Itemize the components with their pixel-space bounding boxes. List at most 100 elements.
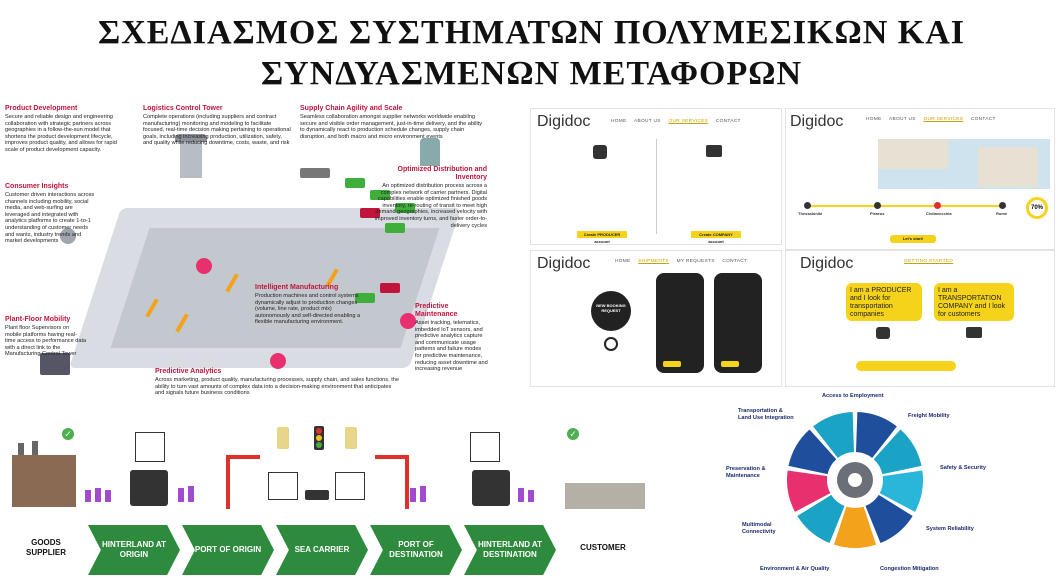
predictive-analytics-block: Predictive Analytics Across marketing, p… [155,368,400,397]
control-tower-top [175,134,207,142]
cargo-ship-icon [300,168,330,178]
control-tower-icon [180,138,202,178]
company-option-card[interactable]: I am a TRANSPORTATION COMPANY and I look… [934,283,1014,321]
create-producer-button[interactable]: Create PRODUCER account [577,231,627,244]
chain-stage-label: SEA CARRIER [294,545,350,554]
block-text: An optimized distribution process across… [374,183,487,229]
container-stack-icon [528,490,534,502]
app-logo: Digidoc [537,255,591,272]
new-booking-label: NEW BOOKING REQUEST [596,303,626,314]
factory-icon [12,441,76,507]
city-label: Civitavecchia [926,211,952,216]
consumer-insights-block: Consumer Insights Customer driven intera… [5,183,95,245]
truck-icon [380,283,400,293]
wheel-segment [873,429,922,475]
container-stack-icon [105,490,111,502]
nav-contact[interactable]: CONTACT [715,119,741,124]
wheel-label: Congestion Mitigation [880,566,939,572]
map-view[interactable] [878,139,1050,189]
route-stop [874,202,881,209]
analytics-bubble-icon [196,258,212,274]
customer-label: CUSTOMER [580,543,626,552]
new-booking-button[interactable]: NEW BOOKING REQUEST [591,291,631,331]
nav-about[interactable]: ABOUT US [888,117,916,122]
chain-stage: HINTERLAND AT ORIGIN [88,525,180,575]
shipment-card[interactable] [656,273,704,373]
block-title: Supply Chain Agility and Scale [300,105,403,112]
train-icon [135,432,165,462]
analytics-bubble-icon [400,313,416,329]
truck-icon [360,208,380,218]
predictive-maintenance-block: Predictive Maintenance Asset tracking, t… [415,303,489,373]
city-label: Piraeus [870,211,885,216]
getting-started-tab[interactable]: GETTING STARTED [904,259,954,264]
route-stop [999,202,1006,209]
chain-stage: PORT OF ORIGIN [182,525,274,575]
block-text: Customer driven interactions across chan… [5,192,95,245]
optimized-distribution-block: Optimized Distribution and Inventory An … [365,166,487,229]
route-line [806,205,1006,207]
plant-floor-mobility-block: Plant-Floor Mobility Plant floor Supervi… [5,316,87,358]
wheel-segment [879,470,923,512]
nav-requests[interactable]: MY REQUESTS [676,259,715,264]
page-title-line2: ΣΥΝΔΥΑΣΜΕΝΩΝ ΜΕΤΑΦΟΡΩΝ [260,55,803,92]
confirm-bar[interactable] [856,361,956,371]
app-screen-shipments: Digidoc HOME SHIPMENTS MY REQUESTS CONTA… [530,250,782,387]
nav-home[interactable]: HOME [615,259,631,264]
smart-factory-infographic: Product Development Secure and reliable … [0,98,490,403]
nav-contact[interactable]: CONTACT [970,117,996,122]
top-nav: GETTING STARTED [904,259,959,264]
create-company-button[interactable]: Create COMPANY account [691,231,741,244]
wheel-segment [797,494,845,544]
nav-about[interactable]: ABOUT US [633,119,661,124]
plus-icon[interactable] [604,337,618,351]
goods-supplier-label: GOODS SUPPLIER [25,538,66,557]
block-text: Asset tracking, telematics, imbedded IoT… [415,320,488,373]
wheel-segment [787,470,831,512]
truck-front-icon [472,470,510,506]
producer-option-card[interactable]: I am a PRODUCER and I look for transport… [846,283,922,321]
chimney [32,441,38,455]
wheel-label: System Reliability [926,526,974,532]
wheel-segment [833,506,877,548]
block-title: Plant-Floor Mobility [5,316,71,323]
document-icon [277,427,289,449]
nav-home[interactable]: HOME [866,117,882,122]
wheel-graphic [787,412,923,548]
route-stop [804,202,811,209]
chimney [18,443,24,455]
block-title: Predictive Analytics [155,368,222,375]
app-logo: Digidoc [790,113,844,130]
nav-home[interactable]: HOME [611,119,627,124]
light-red [316,428,322,434]
lets-start-button[interactable]: Let's start! [890,235,936,243]
chain-stage: SEA CARRIER [276,525,368,575]
shipment-card[interactable] [714,273,762,373]
block-text: Seamless collaboration amongst supplier … [300,114,483,140]
container-stack-icon [178,488,184,502]
checkmark-icon: ✓ [567,428,579,440]
block-text: Complete operations (including suppliers… [143,114,291,147]
block-text: Plant floor Supervisors on mobile platfo… [5,325,87,358]
gear-hub [848,473,862,487]
warehouse-icon [565,483,645,509]
nav-services[interactable]: OUR SERVICES [668,119,709,124]
app-screen-tracking: Digidoc HOME ABOUT US OUR SERVICES CONTA… [785,108,1055,250]
nav-contact[interactable]: CONTACT [722,259,748,264]
app-screen-services: Digidoc HOME ABOUT US OUR SERVICES CONTA… [530,108,782,245]
card-action-button[interactable] [663,361,681,367]
app-screen-getting-started: Digidoc GETTING STARTED I am a PRODUCER … [785,250,1055,387]
chain-stage: PORT OF DESTINATION [370,525,462,575]
ship-icon [268,472,298,500]
nav-shipments[interactable]: SHIPMENTS [638,259,669,264]
block-title: Optimized Distribution and Inventory [397,166,487,181]
block-text: Across marketing, product quality, manuf… [155,377,399,397]
map-land [878,139,948,169]
card-action-button[interactable] [721,361,739,367]
container-stack-icon [188,486,194,502]
port-crane-icon [226,455,260,509]
chain-stage-label: PORT OF ORIGIN [194,545,262,554]
nav-services[interactable]: OUR SERVICES [923,117,964,122]
checkmark-icon: ✓ [62,428,74,440]
wheel-label: Preservation & Maintenance [726,466,766,479]
